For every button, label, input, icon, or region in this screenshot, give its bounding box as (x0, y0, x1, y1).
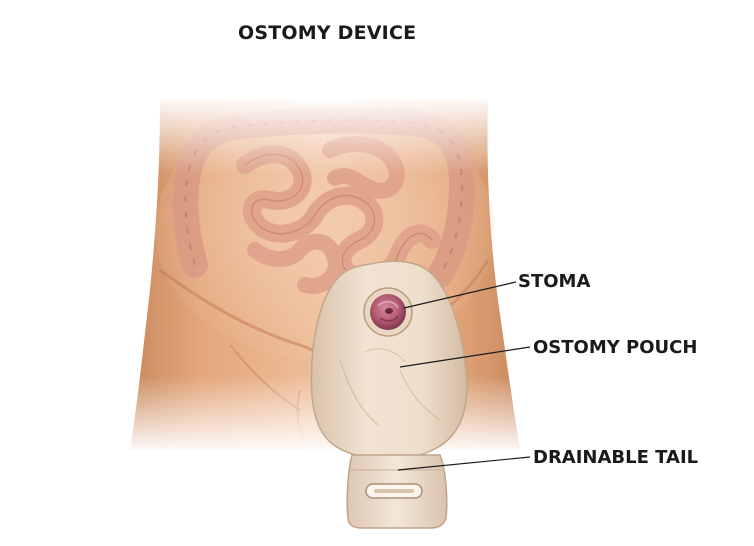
drainable-tail (347, 455, 447, 528)
stoma (364, 288, 412, 336)
ostomy-pouch-label: OSTOMY POUCH (533, 337, 697, 358)
diagram-title: OSTOMY DEVICE (238, 22, 416, 44)
stoma-label: STOMA (518, 271, 590, 292)
drainable-tail-label: DRAINABLE TAIL (533, 447, 698, 468)
